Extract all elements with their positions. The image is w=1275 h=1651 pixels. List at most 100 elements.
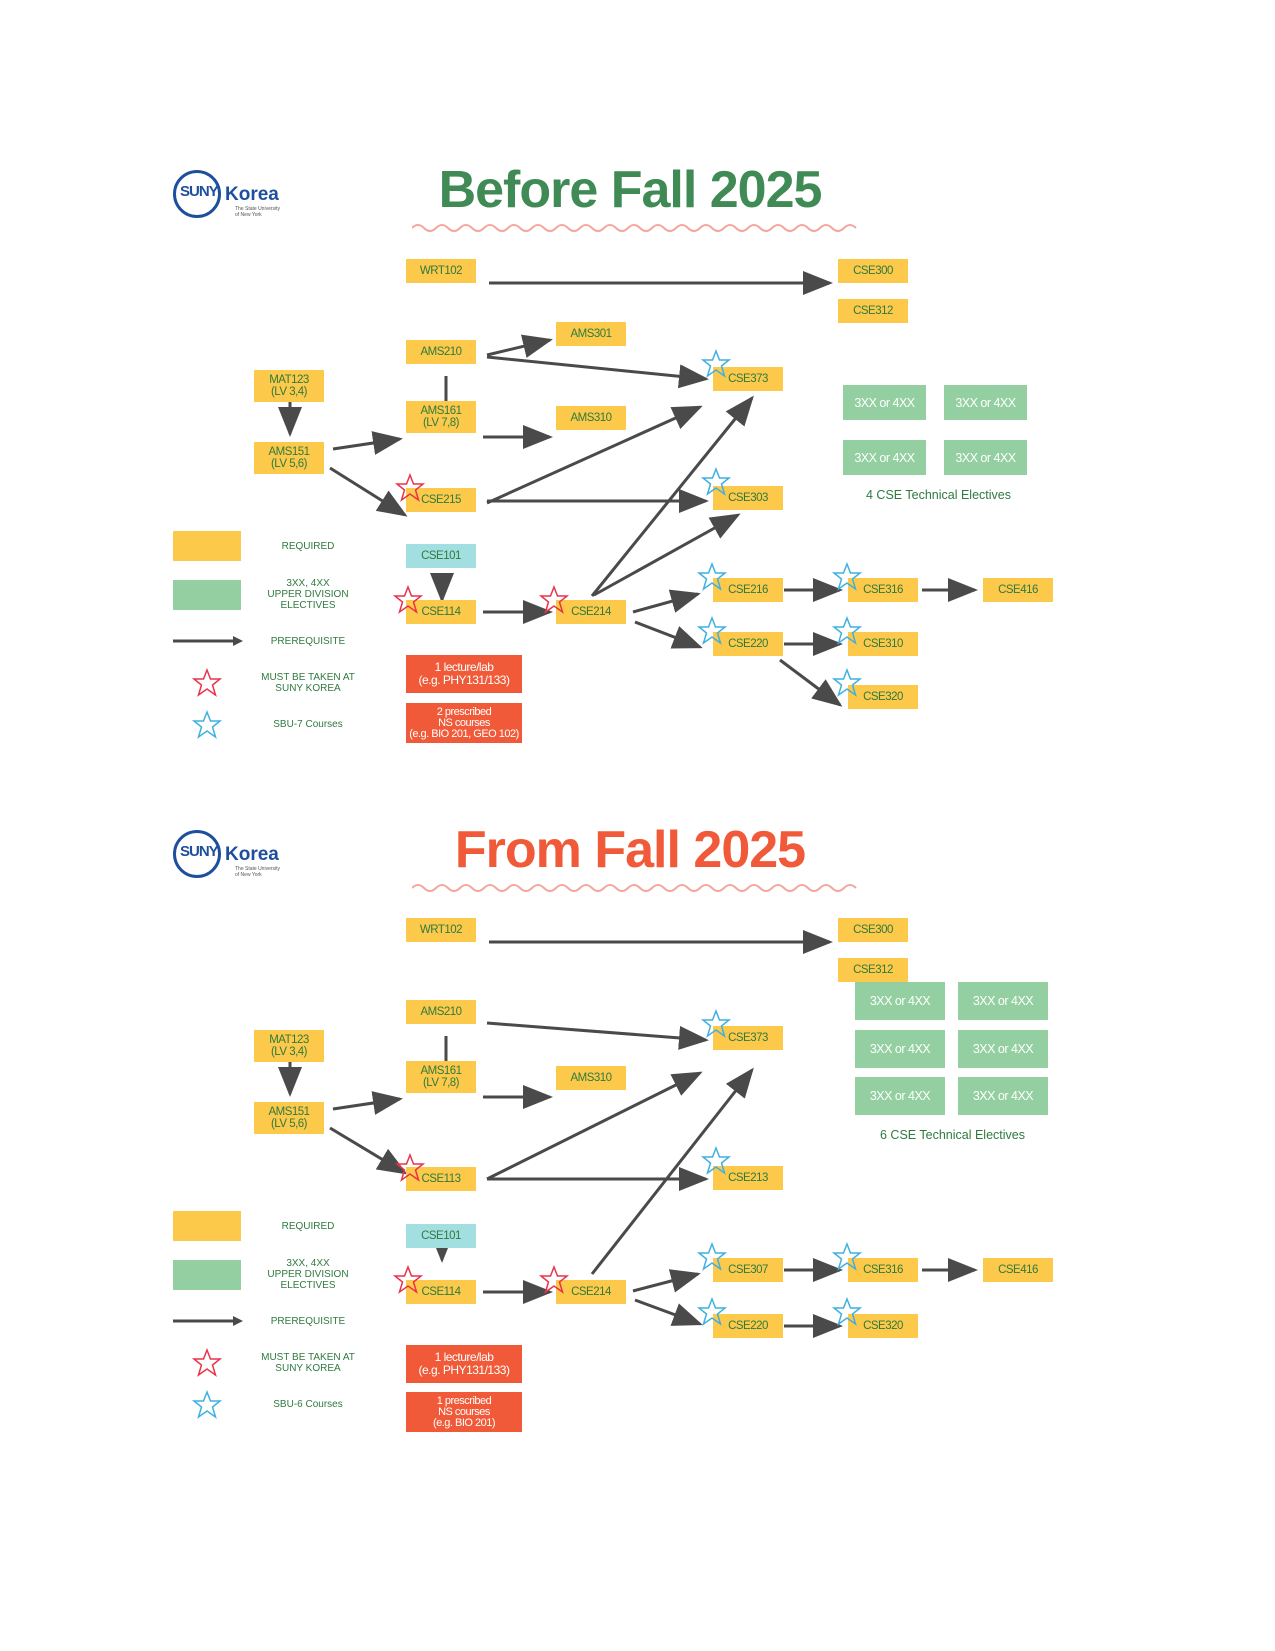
elective-box: 3XX or 4XX: [944, 440, 1027, 475]
ns-courses-box: 1 prescribed NS courses (e.g. BIO 201): [406, 1392, 522, 1432]
prerequisite-arrows: [278, 930, 978, 1338]
course-cse310: CSE310: [848, 632, 918, 656]
sbu-star-icon: [697, 562, 727, 591]
course-cse316: CSE316: [848, 578, 918, 602]
logo-korea-text: Korea: [225, 844, 279, 865]
course-cse373: CSE373: [713, 1026, 783, 1050]
section-title: From Fall 2025: [454, 821, 806, 879]
course-ams310: AMS310: [556, 406, 626, 430]
logo-suny-text: SUNY: [180, 843, 219, 860]
logo-subtitle-2: of New York: [235, 212, 262, 218]
sbu-star-icon: [832, 1242, 862, 1271]
sbu-star-icon: [697, 1297, 727, 1326]
course-cse312: CSE312: [838, 299, 908, 323]
lecture-lab-box: 1 lecture/lab (e.g. PHY131/133): [406, 1345, 522, 1383]
prerequisite-arrows: [278, 271, 978, 707]
elective-box: 3XX or 4XX: [855, 1077, 945, 1115]
sbu-star-icon: [697, 1242, 727, 1271]
before-section: SUNY Korea The State University of New Y…: [0, 150, 1275, 810]
course-wrt102: WRT102: [406, 259, 476, 283]
legend-korea-label: MUST BE TAKEN AT SUNY KOREA: [261, 672, 355, 694]
sbu-star-icon: [832, 562, 862, 591]
logo-circle: [173, 830, 221, 878]
course-ams301: AMS301: [556, 322, 626, 346]
logo-subtitle-2: of New York: [235, 872, 262, 878]
sbu-star-icon: [701, 349, 731, 378]
sbu-star-icon: [832, 1297, 862, 1326]
electives-caption: 4 CSE Technical Electives: [866, 488, 1011, 502]
legend-electives-label: 3XX, 4XX UPPER DIVISION ELECTIVES: [267, 578, 349, 611]
legend-required-label: REQUIRED: [281, 541, 335, 552]
course-ams161: AMS161 (LV 7,8): [406, 1061, 476, 1093]
elective-box: 3XX or 4XX: [843, 385, 926, 420]
course-cse114: CSE114: [406, 1280, 476, 1304]
course-cse101: CSE101: [406, 544, 476, 568]
logo-korea-text: Korea: [225, 184, 279, 205]
legend-electives-swatch: [173, 1260, 241, 1290]
course-cse220: CSE220: [713, 632, 783, 656]
course-cse101: CSE101: [406, 1224, 476, 1248]
course-cse220: CSE220: [713, 1314, 783, 1338]
electives-caption: 6 CSE Technical Electives: [880, 1128, 1025, 1142]
course-ams151: AMS151 (LV 5,6): [254, 1102, 324, 1134]
legend-arrow-icon: [173, 1316, 243, 1326]
logo-subtitle: The State University: [235, 866, 281, 872]
sbu-star-icon: [697, 616, 727, 645]
wavy-underline: [412, 884, 857, 892]
course-cse114: CSE114: [406, 600, 476, 624]
legend-required-swatch: [173, 531, 241, 561]
sbu-star-icon: [701, 1009, 731, 1038]
sbu-star-icon: [701, 1146, 731, 1175]
course-cse300: CSE300: [838, 259, 908, 283]
legend-korea-star-icon: [192, 1348, 222, 1377]
elective-box: 3XX or 4XX: [855, 1030, 945, 1068]
course-cse312: CSE312: [838, 958, 908, 982]
course-mat123: MAT123 (LV 3,4): [254, 1030, 324, 1062]
section-title: Before Fall 2025: [438, 161, 823, 219]
course-ams210: AMS210: [406, 340, 476, 364]
course-ams310: AMS310: [556, 1066, 626, 1090]
legend-required-label: REQUIRED: [281, 1221, 335, 1232]
course-cse303: CSE303: [713, 486, 783, 510]
course-cse216: CSE216: [713, 578, 783, 602]
course-cse316: CSE316: [848, 1258, 918, 1282]
course-cse307: CSE307: [713, 1258, 783, 1282]
elective-box: 3XX or 4XX: [843, 440, 926, 475]
wavy-underline: [412, 224, 857, 232]
sbu-star-icon: [832, 668, 862, 697]
ns-courses-box: 2 prescribed NS courses (e.g. BIO 201, G…: [406, 703, 522, 743]
sbu-star-icon: [701, 467, 731, 496]
course-cse213: CSE213: [713, 1166, 783, 1190]
lecture-lab-box: 1 lecture/lab (e.g. PHY131/133): [406, 655, 522, 693]
logo-subtitle: The State University: [235, 206, 281, 212]
course-wrt102: WRT102: [406, 918, 476, 942]
legend-sbu-label: SBU-6 Courses: [273, 1399, 343, 1410]
legend-sbu-star-icon: [192, 1390, 222, 1419]
korea-star-icon: [393, 585, 423, 614]
sbu-star-icon: [832, 616, 862, 645]
course-ams161: AMS161 (LV 7,8): [406, 401, 476, 433]
course-cse320: CSE320: [848, 685, 918, 709]
logo-suny-text: SUNY: [180, 183, 219, 200]
korea-star-icon: [395, 1153, 425, 1182]
elective-box: 3XX or 4XX: [958, 982, 1048, 1020]
logo-circle: [173, 170, 221, 218]
legend-electives-label: 3XX, 4XX UPPER DIVISION ELECTIVES: [267, 1258, 349, 1291]
suny-korea-logo: SUNY Korea The State University of New Y…: [173, 170, 293, 230]
elective-box: 3XX or 4XX: [944, 385, 1027, 420]
legend-prerequisite-label: PREREQUISITE: [270, 636, 346, 647]
legend-arrow-icon: [173, 636, 243, 646]
course-cse320: CSE320: [848, 1314, 918, 1338]
korea-star-icon: [539, 1265, 569, 1294]
korea-star-icon: [395, 473, 425, 502]
elective-box: 3XX or 4XX: [855, 982, 945, 1020]
course-ams210: AMS210: [406, 1000, 476, 1024]
legend-sbu-star-icon: [192, 710, 222, 739]
korea-star-icon: [393, 1265, 423, 1294]
course-cse416: CSE416: [983, 1258, 1053, 1282]
legend-korea-label: MUST BE TAKEN AT SUNY KOREA: [261, 1352, 355, 1374]
elective-box: 3XX or 4XX: [958, 1077, 1048, 1115]
course-cse214: CSE214: [556, 1280, 626, 1304]
course-mat123: MAT123 (LV 3,4): [254, 370, 324, 402]
course-cse416: CSE416: [983, 578, 1053, 602]
